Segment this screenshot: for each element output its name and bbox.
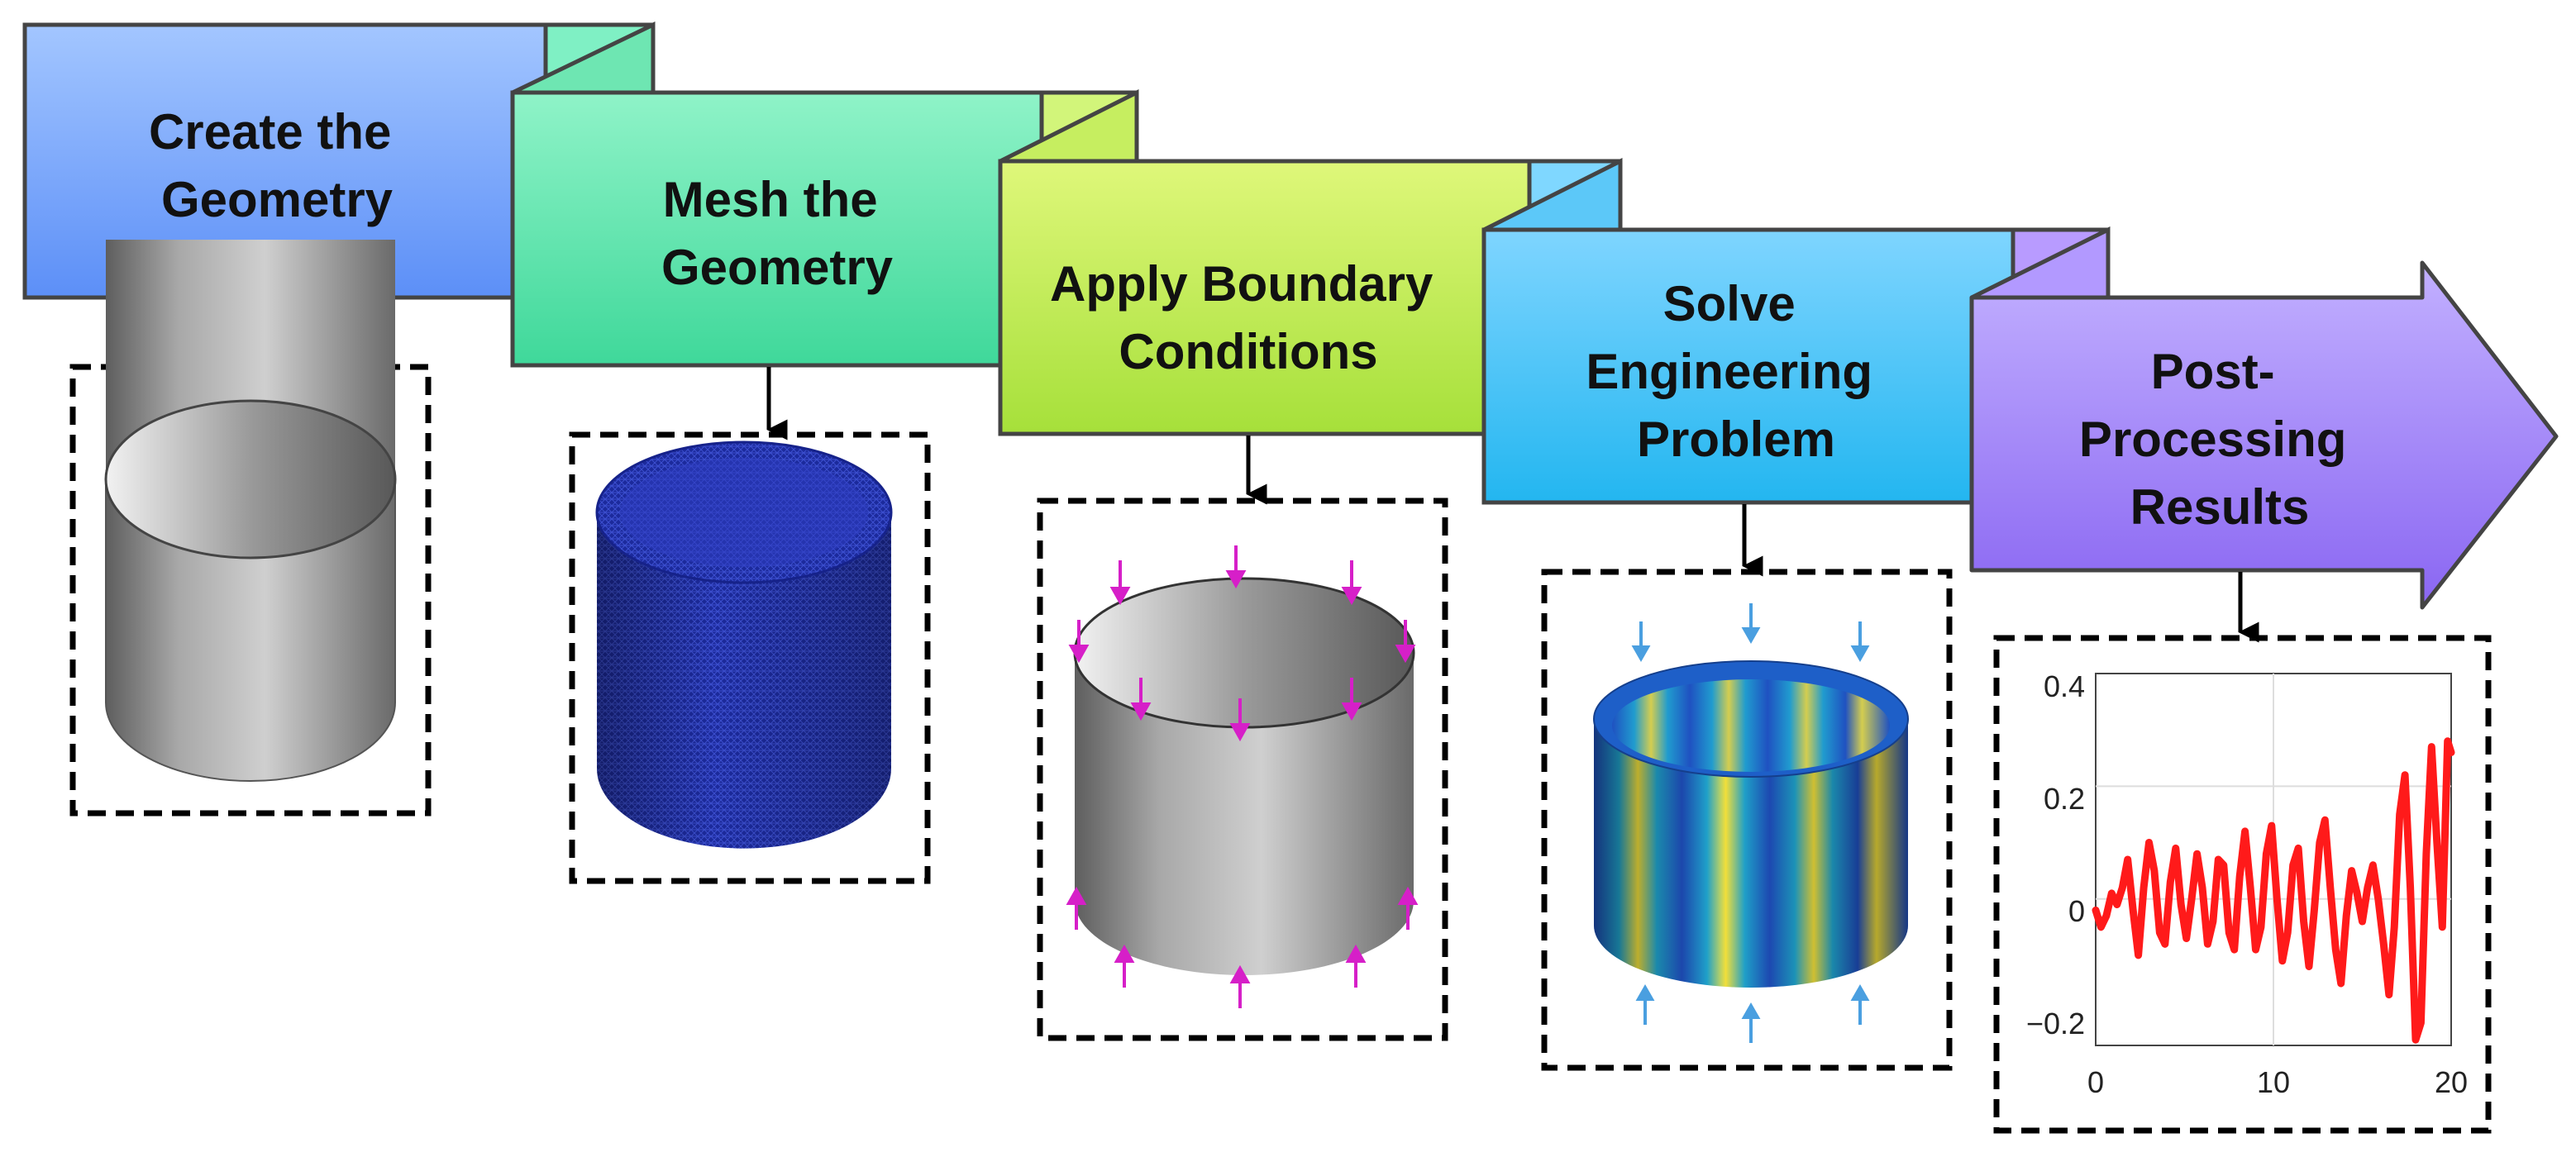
x-tick-10: 10 <box>2257 1065 2290 1099</box>
frame-solution <box>1541 569 1953 1071</box>
results-line-plot: 0.4 0.2 0 −0.2 0 10 20 <box>2026 669 2468 1099</box>
step-4-box <box>1481 227 2015 505</box>
step-boundary-conditions: Apply Boundary Conditions <box>998 88 1623 436</box>
y-tick-0: 0 <box>2068 894 2085 928</box>
x-tick-20: 20 <box>2435 1065 2468 1099</box>
step-3-label: Apply Boundary Conditions <box>1050 256 1447 379</box>
frame-boundary <box>1037 498 1448 1041</box>
step-3-box <box>998 159 1532 436</box>
frame-results <box>1993 635 2492 1134</box>
step-2-box <box>510 90 1044 368</box>
solution-field-image <box>1593 603 1909 1043</box>
step-5-arrow <box>1969 260 2559 610</box>
y-tick-neg-0.2: −0.2 <box>2026 1007 2085 1040</box>
frame-mesh <box>569 431 931 884</box>
solution-load-arrows <box>1631 603 1870 1043</box>
plot-series-line <box>2092 737 2455 1044</box>
cylinder-geometry-image <box>104 240 397 782</box>
load-arrows <box>1066 545 1419 1008</box>
step-4-label: Solve Engineering Problem <box>1586 276 1886 467</box>
y-tick-0.4: 0.4 <box>2044 669 2085 703</box>
boundary-cylinder-image <box>1066 545 1419 1008</box>
step-2-label: Mesh the Geometry <box>661 172 894 295</box>
x-tick-0: 0 <box>2087 1065 2104 1099</box>
y-tick-0.2: 0.2 <box>2044 782 2085 816</box>
step-1-label: Create the Geometry <box>149 104 405 227</box>
step-post-processing: Post- Processing Results <box>1969 226 2559 610</box>
mesh-image <box>595 440 893 849</box>
step-5-label: Post- Processing Results <box>2079 344 2360 535</box>
